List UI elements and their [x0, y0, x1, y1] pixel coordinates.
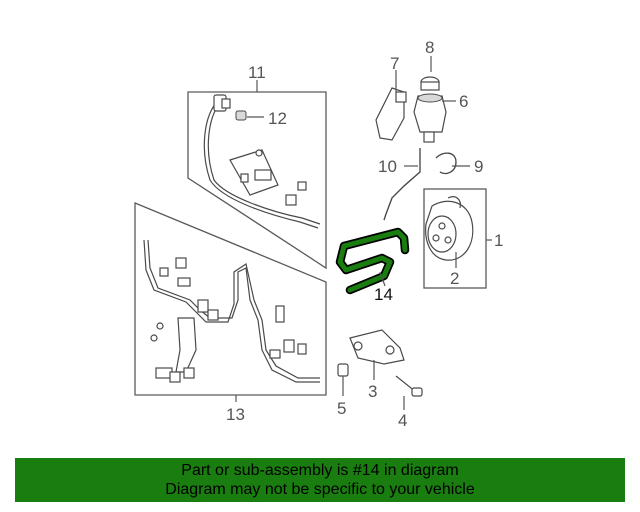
banner-line-2: Diagram may not be specific to your vehi…: [165, 481, 475, 498]
banner-line-1: Part or sub-assembly is #14 in diagram: [181, 462, 459, 479]
callout-11: 11: [248, 63, 266, 82]
callout-7: 7: [390, 54, 399, 73]
callout-6: 6: [459, 92, 468, 111]
reservoir-assembly: [375, 76, 447, 143]
parts-diagram: 11 12 13 7 8 6 10 9 1 2 14 3 5 4: [134, 38, 503, 430]
callout-1: 1: [494, 231, 503, 250]
pump-bracket: [337, 329, 423, 397]
callout-8: 8: [425, 38, 434, 57]
callout-2: 2: [450, 269, 459, 288]
callout-5: 5: [337, 399, 346, 418]
return-lines-13: [143, 239, 320, 383]
frame-group-1: [423, 188, 487, 289]
callout-10: 10: [378, 157, 397, 176]
callout-14: 14: [374, 285, 393, 304]
callout-13: 13: [226, 405, 245, 424]
frame-group-13: [134, 202, 327, 396]
frame-group-11: [187, 91, 327, 270]
callout-4: 4: [398, 411, 407, 430]
callout-12: 12: [268, 109, 287, 128]
callout-3: 3: [368, 382, 377, 401]
power-steering-pump: [425, 196, 474, 261]
suction-hoses: [383, 148, 457, 221]
pressure-hose-11: [203, 94, 321, 229]
hose-part-14-highlight: [335, 227, 410, 295]
part-info-banner: Part or sub-assembly is #14 in diagram D…: [15, 458, 625, 502]
leader-lines: [235, 56, 492, 410]
callout-9: 9: [474, 157, 483, 176]
